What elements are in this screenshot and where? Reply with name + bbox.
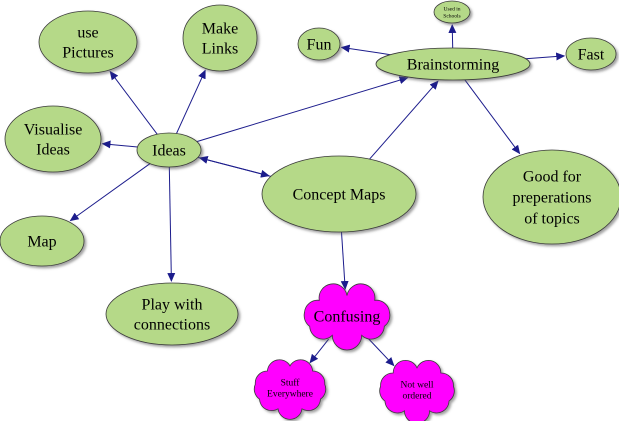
node-brainstorming: Brainstorming [375, 47, 531, 81]
edge-ideas-to-visualise-ideas [101, 140, 138, 149]
edge-ideas-to-make-links [176, 69, 206, 134]
node-label: use [77, 24, 98, 41]
node-label: Visualise [24, 121, 83, 138]
ellipse-shape [182, 4, 258, 72]
node-label: Fun [307, 36, 332, 53]
node-label: Confusing [314, 308, 381, 325]
node-label: Stuff [281, 378, 301, 389]
node-confusing: Confusing [303, 283, 391, 351]
node-label: Play with [142, 296, 203, 313]
node-label: Fast [578, 46, 605, 63]
node-label: Ideas [152, 142, 186, 159]
edge-ideas-to-play-with [167, 166, 176, 282]
edge-ideas-to-brainstorming [196, 76, 409, 143]
cloud-shape [253, 359, 327, 420]
edge-ideas-to-map [69, 163, 151, 222]
node-label: Good for [523, 168, 582, 185]
node-fun: Fun [297, 27, 341, 61]
edge-concept-maps-to-brainstorming [369, 80, 439, 160]
edge-concept-maps-to-ideas [198, 156, 271, 177]
ellipse-shape [482, 149, 619, 245]
edges-layer [69, 24, 566, 367]
edge-brainstorming-to-used-in-schools [448, 24, 457, 49]
node-label: ordered [402, 392, 431, 402]
ellipse-shape [375, 47, 531, 81]
ellipse-shape [4, 105, 102, 173]
node-label: Make [202, 20, 238, 37]
node-good-for: Good for preperations of topics [482, 149, 619, 245]
edge-confusing-to-stuff-everywhere [309, 338, 329, 364]
edge-ideas-to-use-pictures [109, 70, 158, 135]
node-label: Pictures [62, 44, 114, 61]
node-label: connections [134, 316, 210, 333]
node-label: Map [27, 233, 56, 250]
cloud-shape [303, 283, 391, 351]
edge-brainstorming-to-fun [340, 44, 391, 56]
node-label: Brainstorming [407, 56, 499, 73]
edge-confusing-to-not-well-ordered [367, 338, 395, 367]
ellipse-shape [433, 0, 471, 24]
edge-brainstorming-to-fast [525, 52, 566, 61]
node-concept-maps: Concept Maps [261, 155, 417, 233]
node-label: Ideas [36, 141, 70, 158]
node-label: Used in [444, 6, 461, 12]
node-label: Concept Maps [293, 186, 386, 203]
node-ideas: Ideas [136, 132, 202, 168]
node-label: preperations [512, 189, 591, 206]
ellipse-shape [297, 27, 341, 61]
edge-brainstorming-to-good-for [464, 79, 521, 155]
ellipse-shape [105, 282, 239, 346]
node-label: of topics [524, 210, 580, 227]
node-label: Not well [401, 381, 434, 391]
ellipse-shape [136, 132, 202, 168]
edge-concept-maps-to-confusing [340, 231, 349, 290]
node-label: Links [202, 40, 238, 57]
node-map: Map [0, 215, 85, 267]
ellipse-shape [565, 37, 617, 71]
node-label: Schools [443, 13, 460, 19]
node-play-with: Play with connections [105, 282, 239, 346]
ellipse-shape [38, 10, 138, 74]
node-fast: Fast [565, 37, 617, 71]
ellipse-shape [0, 215, 85, 267]
ellipse-shape [261, 155, 417, 233]
node-label: Everywhere [267, 390, 313, 400]
